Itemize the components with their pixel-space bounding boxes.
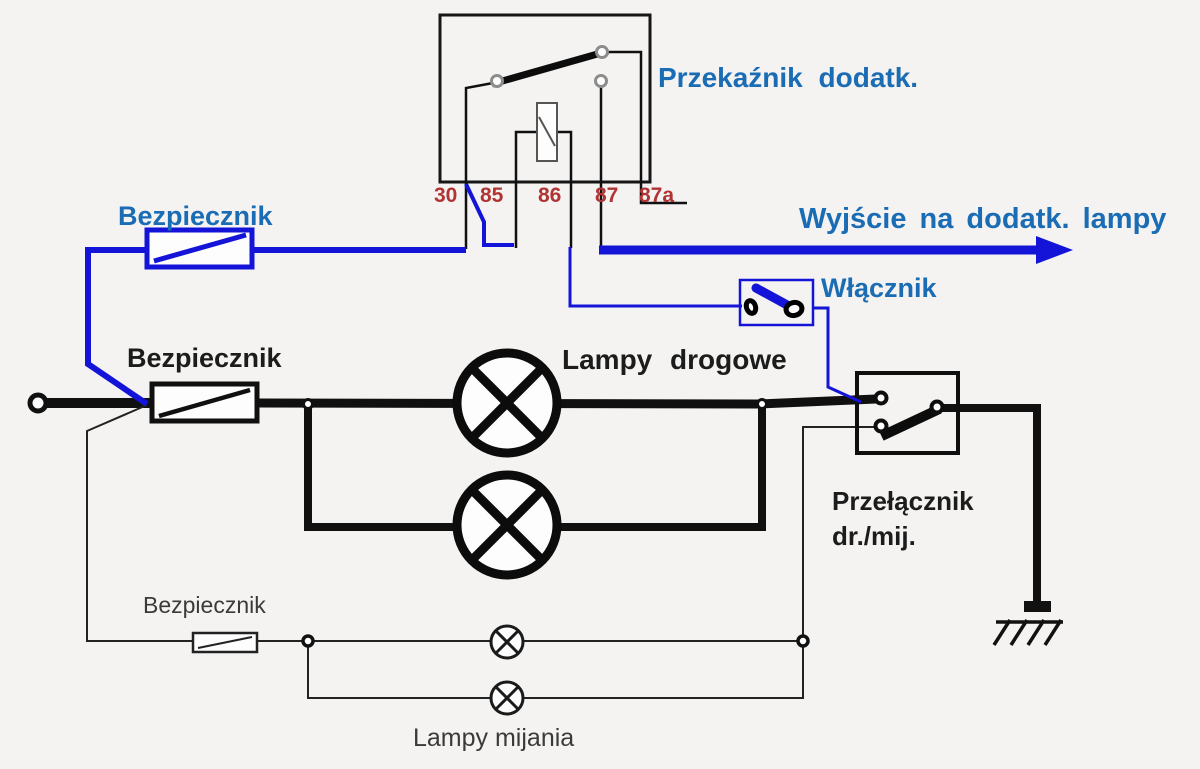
fuse-top-element bbox=[153, 232, 247, 264]
arrowhead-icon bbox=[1036, 236, 1073, 264]
ground-bar bbox=[1024, 601, 1051, 612]
relay-body bbox=[438, 13, 652, 184]
fuse-mid-element bbox=[158, 387, 251, 419]
toggle-switch-label: Włącznik bbox=[821, 273, 938, 303]
relay-contact-arm bbox=[491, 47, 609, 88]
lamp3-x2 bbox=[494, 629, 520, 655]
selector-lever bbox=[879, 404, 942, 441]
fuse-bottom-element bbox=[197, 636, 253, 649]
fuse-top-symbol bbox=[144, 227, 255, 270]
blue-supply-circuit bbox=[85, 183, 1073, 407]
selector-to-low-beam-wire bbox=[802, 426, 875, 641]
supply-blue-wire bbox=[85, 247, 466, 407]
lamp1-x2 bbox=[468, 364, 546, 442]
output-label: Wyjście na dodatk. lampy bbox=[799, 203, 1166, 235]
selector-label-line2: dr./mij. bbox=[832, 521, 916, 551]
relay-coil-diagonal bbox=[538, 116, 556, 147]
diagram-labels: Bezpiecznik Przekaźnik dodatk. Wyjście n… bbox=[118, 62, 1166, 752]
pin-label-87: 87 bbox=[595, 184, 618, 207]
relay-label: Przekaźnik dodatk. bbox=[658, 62, 918, 93]
pin-label-86: 86 bbox=[538, 184, 561, 207]
low-beam-branch-wire bbox=[307, 641, 804, 699]
fuse-bottom-label: Bezpiecznik bbox=[143, 592, 266, 618]
ground-icon bbox=[992, 601, 1063, 646]
toggle-switch-terminal-right bbox=[783, 299, 805, 319]
junction-dot bbox=[302, 398, 314, 410]
low-beams-label: Lampy mijania bbox=[413, 724, 574, 752]
relay-pin30-lead bbox=[464, 81, 494, 249]
selector-label-line1: Przełącznik bbox=[832, 486, 974, 516]
high-beam-lamp-1-icon bbox=[452, 348, 562, 458]
switch-to-selector-wire bbox=[812, 306, 862, 404]
toggle-switch-terminal-left bbox=[743, 298, 759, 316]
fuse-mid-symbol bbox=[149, 381, 260, 424]
supply-terminal-icon bbox=[27, 392, 49, 414]
ground-hatch bbox=[1026, 619, 1046, 646]
selector-terminal-low bbox=[873, 418, 889, 434]
low-beam-feed-wire bbox=[86, 404, 195, 642]
high-beams-label: Lampy drogowe bbox=[562, 344, 787, 375]
selector-switch bbox=[855, 371, 1063, 646]
high-beam-circuit bbox=[27, 348, 877, 580]
toggle-switch-icon bbox=[738, 278, 815, 327]
relay-contact-terminal-87 bbox=[594, 74, 608, 88]
junction-dot bbox=[301, 634, 315, 648]
low-beam-lamp-2-icon bbox=[489, 680, 525, 716]
high-beam-bus-wire bbox=[255, 394, 877, 409]
lamp4-x2 bbox=[494, 685, 520, 711]
low-beam-lamp-1-icon bbox=[489, 624, 525, 660]
ground-hatch bbox=[992, 619, 1012, 646]
junction-dot bbox=[756, 398, 768, 410]
relay-coil-icon bbox=[536, 102, 558, 162]
relay-contact-terminal-87a bbox=[595, 45, 609, 59]
toggle-switch-lever bbox=[751, 283, 794, 311]
pin86-to-switch-wire bbox=[568, 247, 742, 308]
high-beam-lamp-2-icon bbox=[452, 470, 562, 580]
ground-hatch bbox=[1009, 619, 1029, 646]
selector-terminal-high bbox=[873, 390, 889, 406]
fuse-top-label: Bezpiecznik bbox=[118, 201, 274, 231]
fuse-bottom-symbol bbox=[191, 631, 259, 654]
toggle-switch-box bbox=[738, 278, 815, 327]
lamp2-x2 bbox=[468, 486, 546, 564]
selector-terminal-common bbox=[929, 399, 945, 415]
ground-hatch bbox=[1043, 619, 1063, 646]
output-arrow bbox=[599, 236, 1073, 264]
pin30-to-85-jumper bbox=[464, 183, 514, 247]
relay-pin-labels: 30 85 86 87 87a bbox=[434, 184, 674, 207]
relay-contact-terminal-30 bbox=[490, 74, 504, 88]
pin-label-87a: 87a bbox=[639, 184, 674, 207]
fuse-mid-label: Bezpiecznik bbox=[127, 343, 283, 373]
relay-symbol bbox=[438, 13, 687, 249]
junction-dot bbox=[796, 634, 810, 648]
pin-label-85: 85 bbox=[480, 184, 504, 207]
pin-label-30: 30 bbox=[434, 184, 457, 207]
low-beam-circuit bbox=[86, 404, 875, 716]
selector-box bbox=[855, 371, 960, 455]
relay-pin87a-lead bbox=[607, 50, 687, 205]
ground-wire bbox=[941, 404, 1041, 603]
